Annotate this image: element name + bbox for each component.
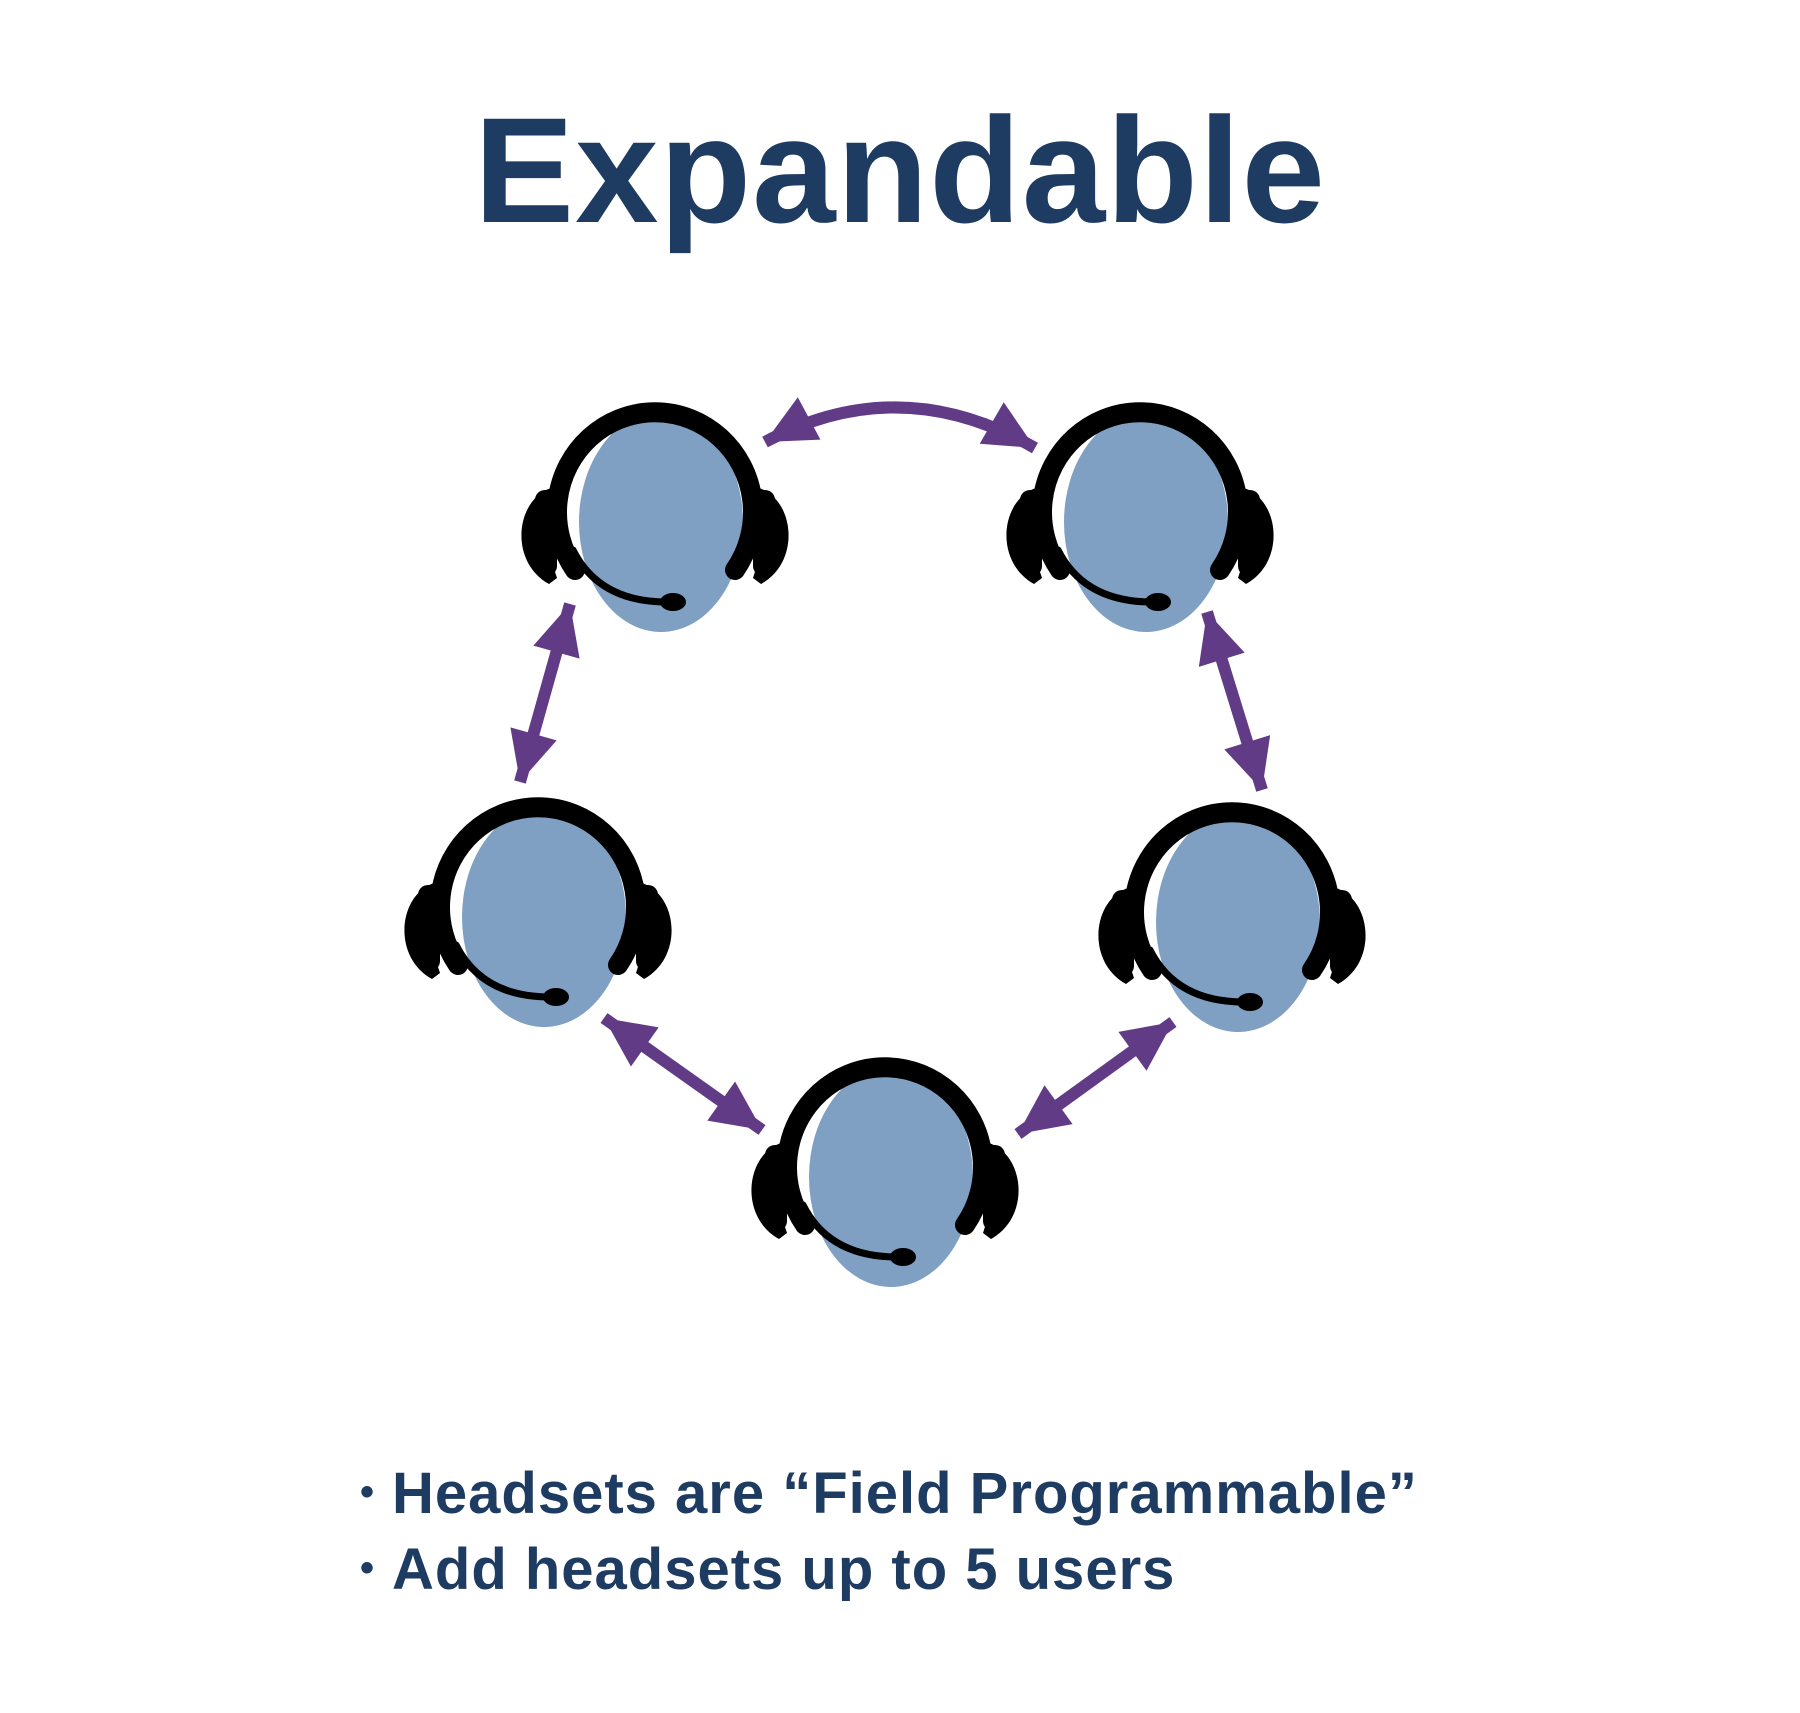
double-headed-arrow-icon [510,602,580,784]
headset-user-icon [751,1057,1019,1287]
nodes-layer [404,402,1366,1287]
double-headed-arrow-icon [762,397,1038,454]
feature-text: Add headsets up to 5 users [392,1537,1176,1602]
feature-text: Headsets are “Field Programmable” [392,1461,1418,1526]
arrows-layer [510,397,1271,1139]
feature-item: • Add headsets up to 5 users [360,1531,1418,1607]
double-headed-arrow-icon [1014,1017,1177,1139]
headset-user-icon [404,797,672,1027]
double-headed-arrow-icon [1198,610,1271,792]
bullet-marker: • [360,1546,376,1590]
feature-list: • Headsets are “Field Programmable” • Add … [360,1455,1418,1607]
headset-user-icon [1006,402,1274,632]
feature-item: • Headsets are “Field Programmable” [360,1455,1418,1531]
bullet-marker: • [360,1470,376,1514]
double-headed-arrow-icon [600,1013,766,1135]
headset-user-icon [521,402,789,632]
page-title: Expandable [474,86,1326,254]
headset-user-icon [1098,802,1366,1032]
